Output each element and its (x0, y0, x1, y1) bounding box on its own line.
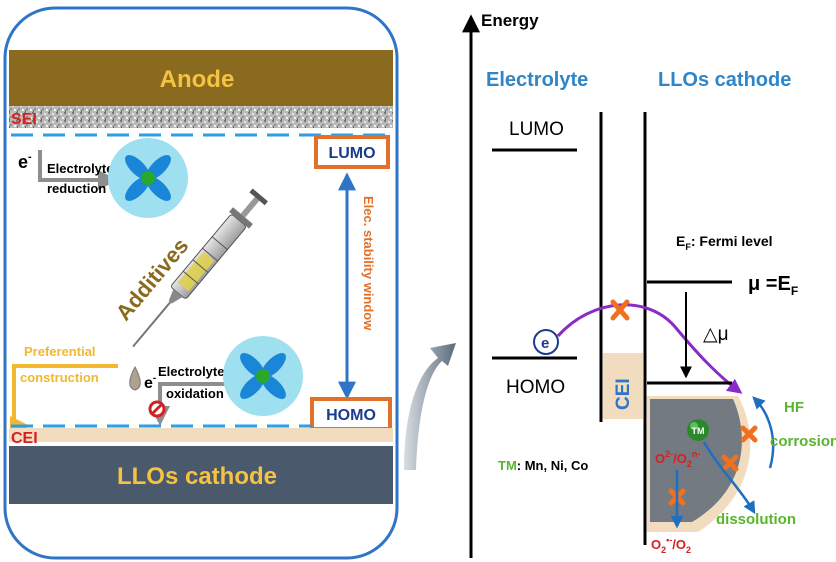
cell-frame (3, 6, 399, 560)
electron-badge-label: e (541, 335, 549, 352)
reduction-arrow (38, 150, 118, 190)
corrosion-label: corrosion (770, 433, 836, 450)
dissolution-x-icon (721, 454, 739, 472)
dissolution-label: dissolution (716, 511, 796, 528)
hf-label: HF (784, 399, 804, 416)
tm-key: TM: Mn, Ni, Co (498, 458, 588, 473)
homo-box (310, 397, 392, 431)
transition-arrow (404, 343, 456, 470)
electrolyte-molecule-bottom (223, 336, 303, 416)
hf-attack-arrow (752, 396, 775, 469)
cei-label-left: CEI (11, 430, 38, 447)
electron-badge: e (533, 329, 559, 355)
oxidation-label-line2: oxidation (166, 386, 224, 401)
mu-label: μ =EF (748, 273, 798, 298)
lumo-label-right: LUMO (509, 119, 564, 140)
tm-badge-label: TM (692, 426, 705, 436)
energy-axis-label: Energy (481, 11, 539, 30)
reduction-label-line1: Electrolyte (47, 161, 113, 176)
reduction-label-line2: reduction (47, 181, 106, 196)
oxidation-label-line1: Electrolyte (158, 364, 224, 379)
cei-layer-left (9, 428, 393, 442)
electrolyte-header: Electrolyte (486, 69, 588, 91)
droplet-icon (129, 365, 141, 391)
electron-symbol-top: e- (18, 151, 32, 172)
delta-mu-label: △μ (703, 324, 729, 345)
blocked-icon (148, 400, 166, 418)
cei-block-right (603, 353, 643, 419)
homo-label-left: HOMO (326, 407, 376, 424)
lumo-label-left: LUMO (328, 145, 375, 162)
anode-label: Anode (160, 66, 235, 93)
sei-label: SEI (11, 111, 37, 128)
tm-badge: TM (687, 419, 709, 441)
left-panel: Anode SEI e- Electrolyte reduction LUMO (3, 6, 399, 560)
lumo-box (314, 135, 390, 169)
stability-window-label: Elec. stability window (361, 196, 376, 331)
electron-transfer-arrow (556, 303, 743, 394)
syringe-icon (132, 188, 268, 348)
preferential-label-line1: Preferential (24, 344, 96, 359)
cathode-layer (9, 446, 393, 504)
tm-dissolution-arrow (702, 441, 756, 515)
electrolyte-molecule-top (108, 138, 188, 218)
homo-label-right: HOMO (506, 377, 565, 398)
oxygen-species-lower: O2•-/O2 (651, 535, 691, 555)
cei-label-right: CEI (613, 378, 634, 410)
blocked-x-icon (610, 299, 630, 321)
electron-symbol-bottom: e- (144, 373, 156, 392)
preferential-label-line2: construction (20, 370, 99, 385)
cathode-header-right: LLOs cathode (658, 69, 791, 91)
anode-layer (9, 50, 393, 106)
fermi-level-label: EF: Fermi level (676, 233, 773, 252)
sei-layer (9, 106, 393, 128)
cathode-label-left: LLOs cathode (117, 463, 277, 490)
corrosion-x-icon (740, 425, 758, 443)
right-panel: Energy Electrolyte LLOs cathode LUMO CEI… (462, 11, 836, 558)
